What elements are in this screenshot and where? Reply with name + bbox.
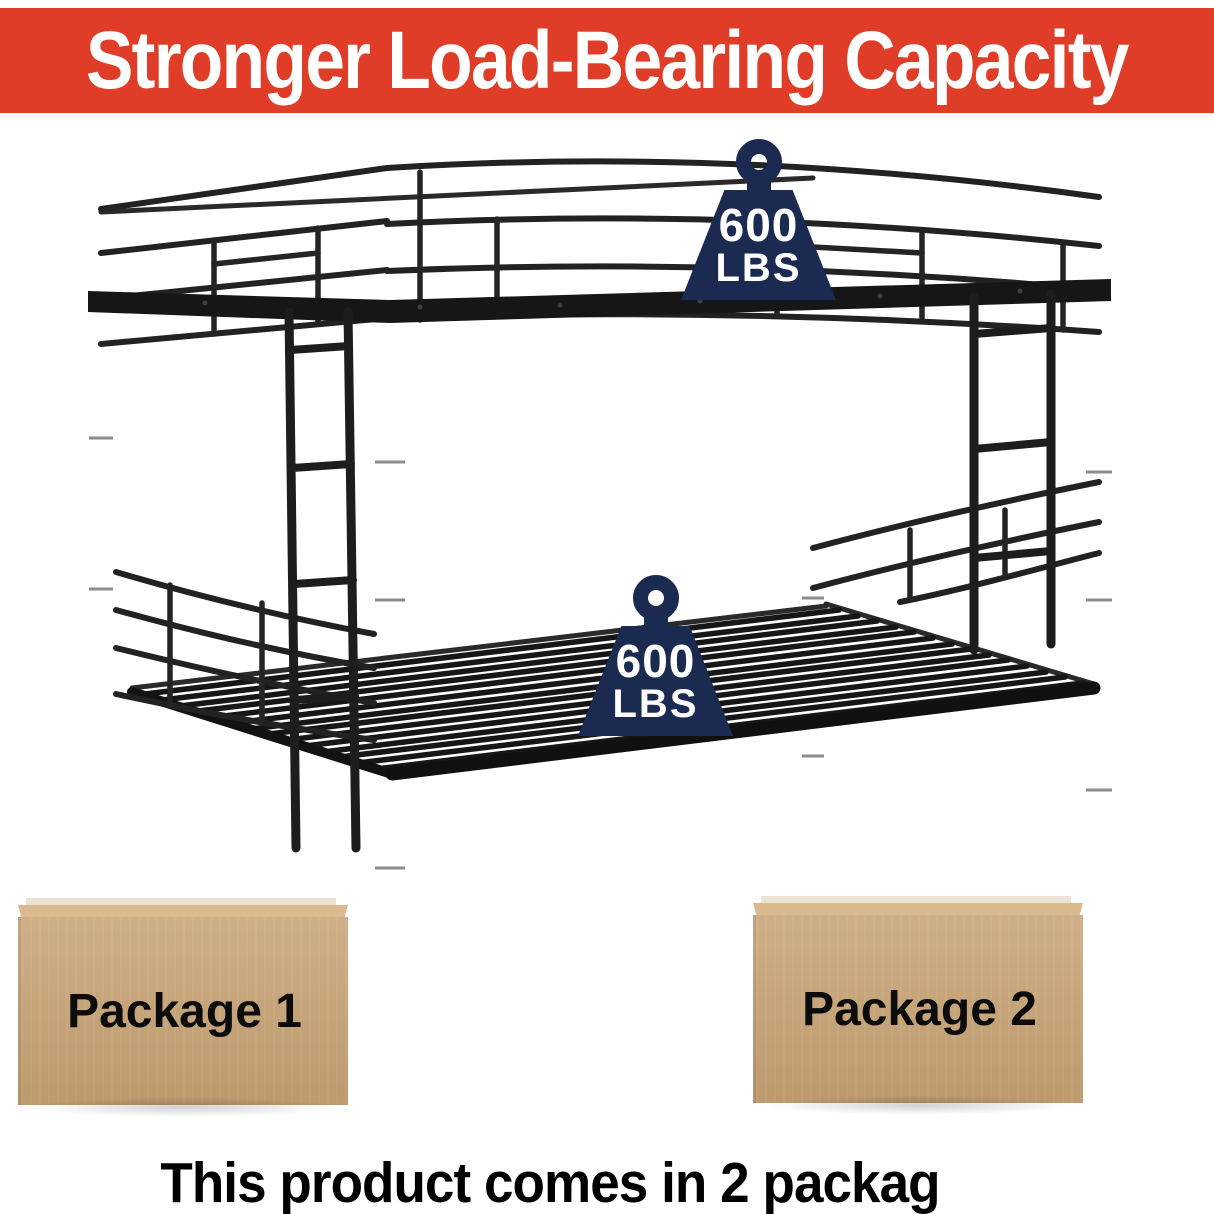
bed-post-collars: [89, 436, 1112, 870]
package-label: Package 2: [802, 982, 1037, 1036]
box-front: Package 1: [18, 917, 348, 1105]
weight-unit: LBS: [612, 682, 699, 726]
weight-icon: 600 LBS: [578, 626, 733, 736]
bed-footboard: [810, 479, 1102, 605]
weight-unit: LBS: [715, 246, 802, 290]
package-box-1: Package 1: [18, 898, 348, 1117]
bed-back-rail: [98, 175, 816, 215]
weight-badge-lower: 600 LBS: [578, 575, 733, 736]
box-front: Package 2: [753, 915, 1083, 1103]
weight-badge-upper: 600 LBS: [681, 139, 836, 300]
weight-neck: [746, 178, 771, 192]
weight-value: 600: [718, 199, 799, 251]
bed-right-ladder: [969, 289, 1056, 655]
package-box-2: Package 2: [753, 896, 1083, 1115]
headline-banner: Stronger Load-Bearing Capacity: [0, 8, 1214, 113]
headline-text: Stronger Load-Bearing Capacity: [86, 14, 1130, 106]
weight-neck: [643, 614, 668, 628]
bed-headboard: [113, 569, 377, 743]
weight-icon: 600 LBS: [681, 190, 836, 300]
weight-value: 600: [615, 635, 696, 687]
bed-front-ladder: [284, 307, 361, 853]
bottom-caption: This product comes in 2 packag: [160, 1151, 940, 1214]
package-label: Package 1: [67, 984, 302, 1038]
